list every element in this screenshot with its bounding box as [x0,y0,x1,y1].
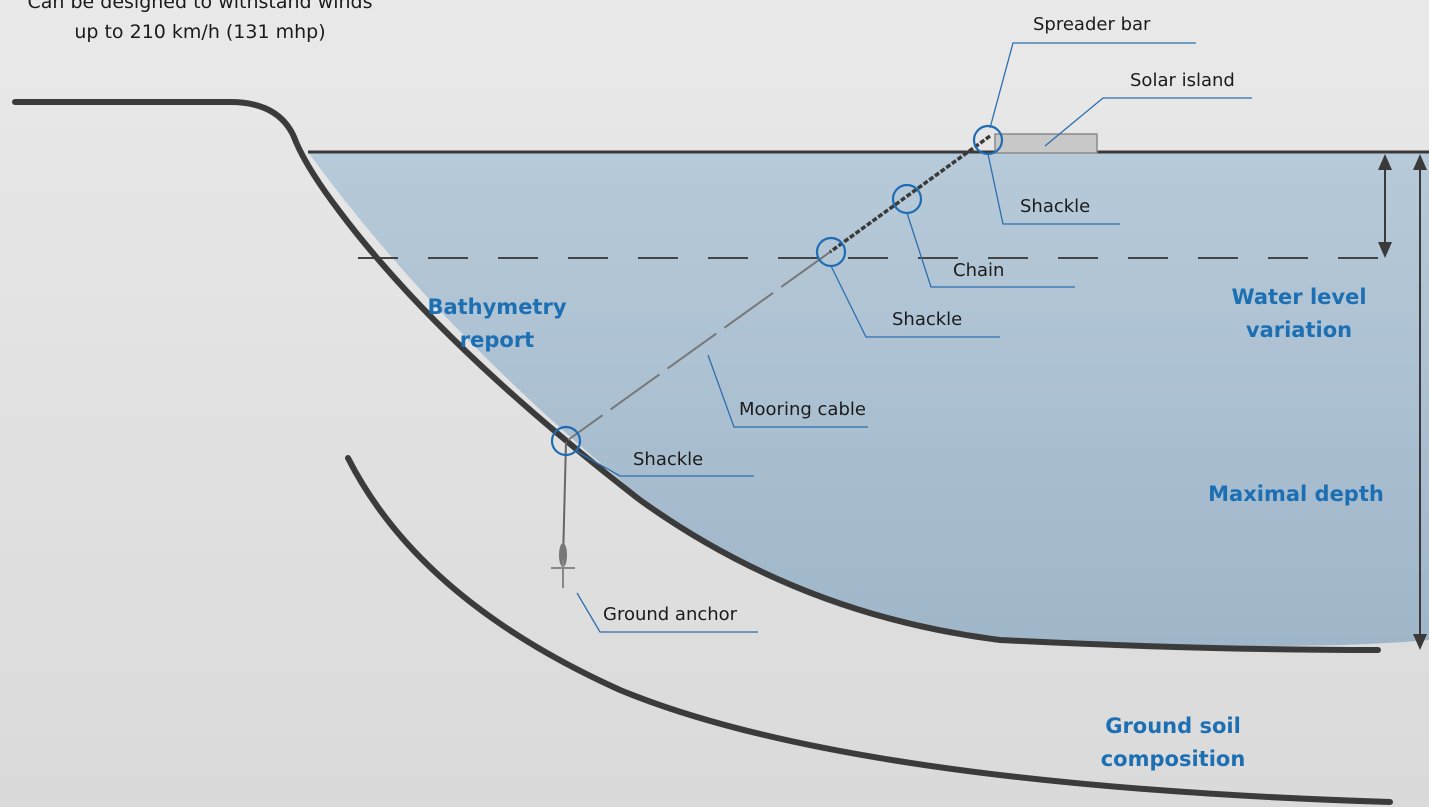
shackle-top-label: Shackle [1020,196,1090,217]
solar-island-label: Solar island [1130,70,1235,91]
solar-island [994,133,1098,154]
shackle-top-leader [987,153,1120,225]
mooring-cable [567,251,831,441]
water-level-arrow [1378,154,1392,258]
ground-anchor [551,441,575,588]
bathymetry-label-line2: report [460,328,534,352]
spreader-bar-label: Spreader bar [1033,14,1151,35]
chain-label: Chain [953,260,1004,281]
maximal-depth-arrow [1413,154,1427,650]
ground-anchor-label: Ground anchor [603,604,738,625]
water-level-label-line2: variation [1246,318,1352,342]
chain-leader [906,212,1075,288]
shackle-bottom-leader [575,450,754,477]
mooring-cable-label: Mooring cable [739,399,866,420]
water-body [308,152,1429,646]
shackle-mid-label: Shackle [892,309,962,330]
ground-soil-layer-line [345,455,1393,805]
shackle-bottom-label: Shackle [633,449,703,470]
spreader-bar-leader [989,42,1196,129]
chain [828,134,992,254]
shackle-mid-leader [830,265,1000,338]
ground-anchor-leader [576,592,758,633]
solar-island-leader [1044,97,1252,147]
mooring-cable-leader [707,354,868,428]
wind-caption-line2: up to 210 km/h (131 mhp) [74,21,325,43]
lake-bed-outline [12,99,1381,653]
ground-soil-label-line1: Ground soil [1105,714,1241,738]
shackle-ring-bottom [550,425,582,457]
maximal-depth-label: Maximal depth [1208,482,1384,506]
bathymetry-label-line1: Bathymetry [427,295,566,319]
ground-soil-label-line2: composition [1101,747,1246,771]
water-level-label-line1: Water level [1231,285,1366,309]
wind-caption-line1: Can be designed to withstand winds [28,0,373,13]
